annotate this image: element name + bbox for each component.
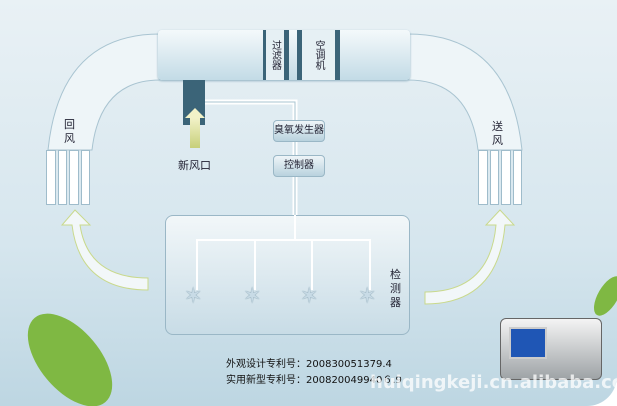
return-air-label: 回风 [64,118,75,145]
ozone-generator: 臭氧发生器 [273,120,325,142]
sensor-star-icon: ✶ [300,284,319,309]
sensor-star-icon: ✶ [184,284,203,309]
watermark: huiqingkeji.cn.alibaba.com [370,372,617,393]
leaf [27,313,113,406]
arrow-up-icon [185,108,205,118]
controller: 控制器 [273,155,325,177]
fresh-air-label: 新风口 [178,159,211,172]
utility-patent: 实用新型专利号：200820049940６.9 [226,375,402,386]
leaf [594,276,617,316]
return-vent [46,150,90,205]
supply-vent [478,150,522,205]
detector-label: 检测器 [390,268,401,309]
patent-info: 外观设计专利号：200830051379.4 实用新型专利号：200820049… [226,357,402,389]
supply-air-label: 送风 [492,120,503,147]
air-conditioner: 空调机 [297,30,340,80]
sensor-star-icon: ✶ [243,284,262,309]
fresh-air-arrow [190,118,200,148]
detector-lines [196,215,371,290]
design-patent: 外观设计专利号：200830051379.4 [226,359,392,370]
detector-device [500,318,602,380]
device-screen [509,327,547,359]
sensor-star-icon: ✶ [358,284,377,309]
filter: 过滤器 [263,30,289,80]
